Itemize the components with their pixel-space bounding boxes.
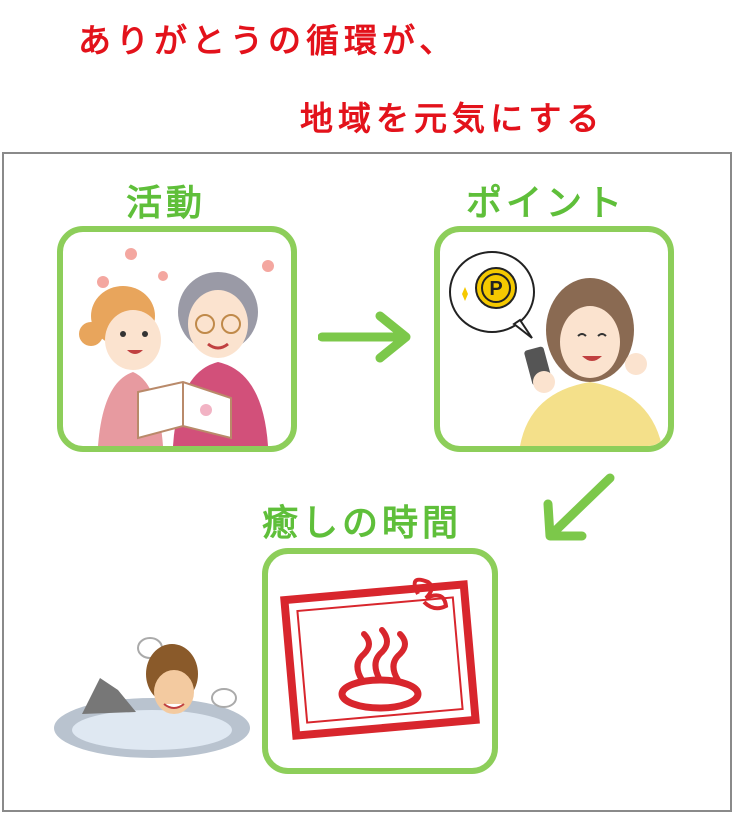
step-label-activity: 活動 (126, 183, 207, 224)
step-box-relaxation (262, 548, 498, 774)
point-badge-text: P (489, 278, 502, 300)
step-label-relaxation: 癒しの時間 (262, 503, 463, 544)
arrow-right-icon (318, 311, 411, 363)
step-box-activity (57, 226, 297, 452)
point-smartphone-icon: P (449, 251, 662, 446)
diagram-frame (2, 152, 732, 812)
title-line-2: 地域を元気にする (300, 99, 605, 138)
arrow-down-left-icon (543, 473, 615, 541)
reading-together-icon (79, 248, 274, 446)
bathing-woman-icon (54, 637, 250, 758)
step-label-points: ポイント (466, 183, 627, 224)
hot-spring-ticket-icon (280, 577, 480, 740)
title-line-1: ありがとうの循環が、 (78, 21, 458, 60)
step-box-points: P (434, 226, 674, 452)
